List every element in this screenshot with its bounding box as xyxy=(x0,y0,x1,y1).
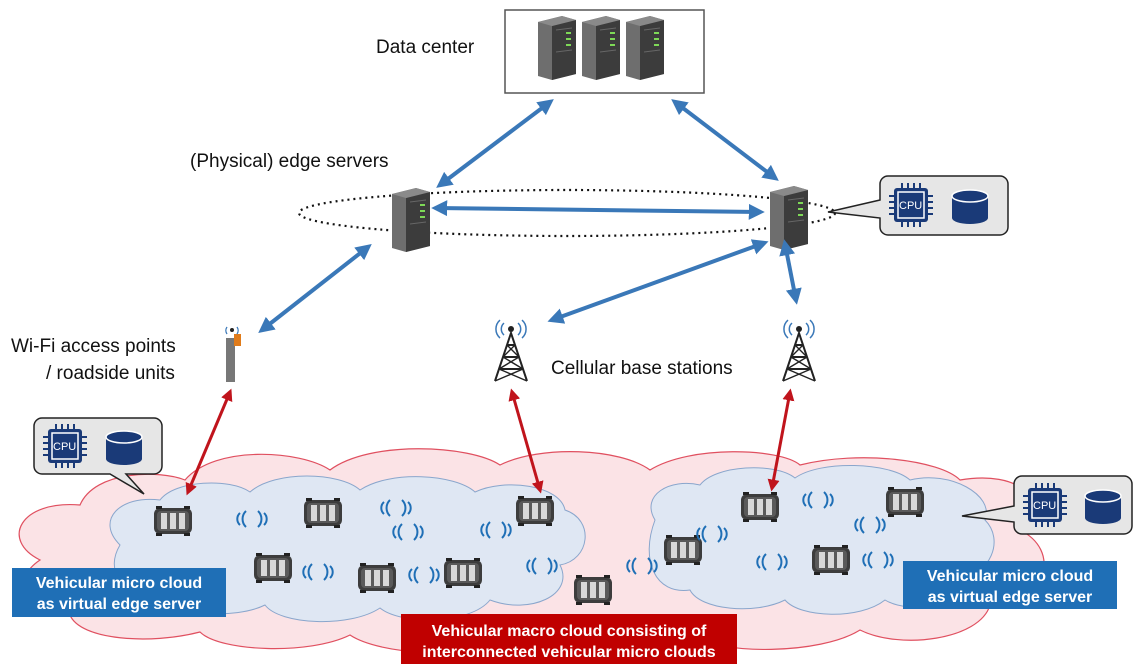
link-edge-wifi xyxy=(258,244,372,333)
link-datacenter-edge-right xyxy=(671,99,779,181)
car-icon xyxy=(254,553,292,583)
vehicle-resources-callout-right: CPU xyxy=(961,475,1133,535)
link-edge-edge xyxy=(431,200,765,220)
edge-server-right-icon xyxy=(769,185,809,251)
car-icon xyxy=(516,496,554,526)
link-tower-right-vehicle xyxy=(767,388,795,492)
micro-cloud-right-label-box: Vehicular micro cloud as virtual edge se… xyxy=(903,561,1117,609)
wifi-label-line2: / roadside units xyxy=(46,363,175,384)
micro-left-line2: as virtual edge server xyxy=(37,596,202,613)
cell-tower-right-icon xyxy=(782,319,816,382)
cpu-label: CPU xyxy=(53,441,76,453)
micro-right-line2: as virtual edge server xyxy=(928,589,1093,606)
data-center-server-icon xyxy=(537,15,665,81)
link-edge-left-datacenter xyxy=(436,99,554,188)
wifi-ap-icon xyxy=(225,326,241,382)
micro-cloud-left-label-box: Vehicular micro cloud as virtual edge se… xyxy=(12,568,226,617)
database-icon xyxy=(105,430,143,466)
car-icon xyxy=(154,506,192,536)
link-tower-mid-vehicle xyxy=(508,388,544,494)
car-icon xyxy=(574,575,612,605)
backhaul-links xyxy=(258,99,802,333)
cell-tower-mid-icon xyxy=(494,319,528,382)
car-icon xyxy=(812,545,850,575)
micro-left-line1: Vehicular micro cloud xyxy=(36,575,202,592)
database-icon xyxy=(1084,489,1122,525)
car-icon xyxy=(358,563,396,593)
car-icon xyxy=(304,498,342,528)
car-icon xyxy=(664,535,702,565)
link-edge-tower-right xyxy=(779,239,802,305)
micro-right-line1: Vehicular micro cloud xyxy=(927,568,1093,585)
macro-line2: interconnected vehicular micro clouds xyxy=(422,644,716,661)
macro-cloud-label-box: Vehicular macro cloud consisting of inte… xyxy=(401,614,737,664)
car-icon xyxy=(741,492,779,522)
cpu-label: CPU xyxy=(1033,500,1056,512)
access-links xyxy=(185,388,795,496)
car-icon xyxy=(886,487,924,517)
link-edge-tower-mid xyxy=(547,239,769,324)
edge-server-resources-callout: CPU xyxy=(827,175,1009,236)
vehicle-resources-callout-left: CPU xyxy=(33,417,163,495)
edge-servers-label: (Physical) edge servers xyxy=(190,151,389,172)
database-icon xyxy=(951,189,989,225)
data-center-label: Data center xyxy=(376,37,475,58)
link-wifi-vehicle xyxy=(185,388,233,496)
wifi-label-line1: Wi-Fi access points xyxy=(11,336,176,357)
car-icon xyxy=(444,558,482,588)
edge-server-left-icon xyxy=(391,187,431,253)
cellular-label: Cellular base stations xyxy=(551,358,733,379)
macro-line1: Vehicular macro cloud consisting of xyxy=(432,623,707,640)
cpu-label: CPU xyxy=(899,200,922,212)
